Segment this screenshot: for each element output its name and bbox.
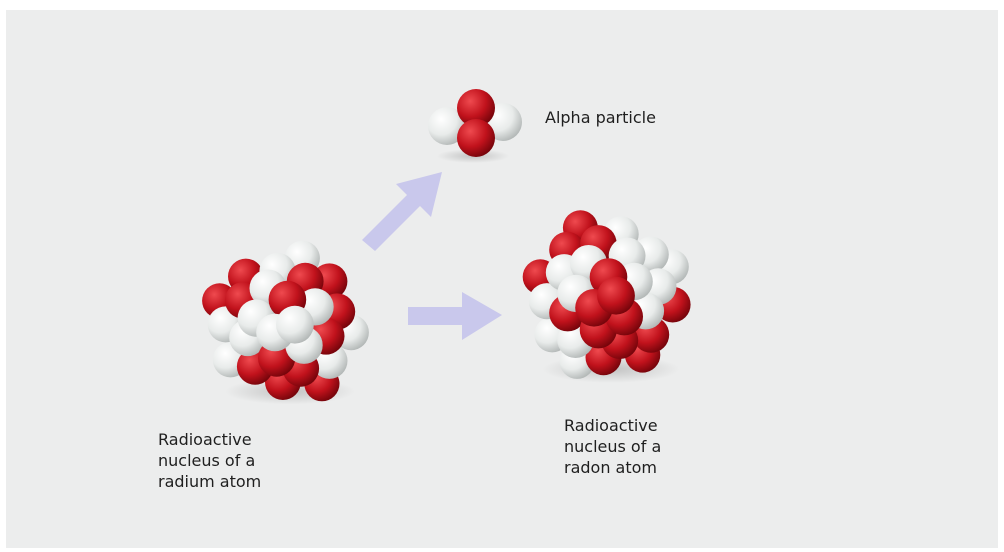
radon-nucleus-label: Radioactive nucleus of a radon atom <box>564 416 662 477</box>
proton-sphere <box>457 89 495 127</box>
alpha-particle-label: Alpha particle <box>545 108 656 127</box>
alpha-particle-graphic <box>428 89 522 163</box>
radium-nucleus-graphic <box>202 240 369 405</box>
radon-nucleus-graphic <box>522 210 691 383</box>
radium-nucleus-label: Radioactive nucleus of a radium atom <box>158 430 262 491</box>
decay-arrow-right <box>408 292 502 340</box>
proton-sphere <box>457 119 495 157</box>
arrow-right-shape <box>408 292 502 340</box>
neutron-sphere <box>428 107 466 145</box>
neutron-sphere <box>276 305 314 344</box>
emission-arrow-up <box>362 172 442 251</box>
arrow-up-shape <box>362 172 442 251</box>
diagram-graphic <box>202 89 691 405</box>
proton-sphere <box>597 276 635 315</box>
diagram-canvas: Alpha particle Radioactive nucleus of a … <box>6 10 998 548</box>
